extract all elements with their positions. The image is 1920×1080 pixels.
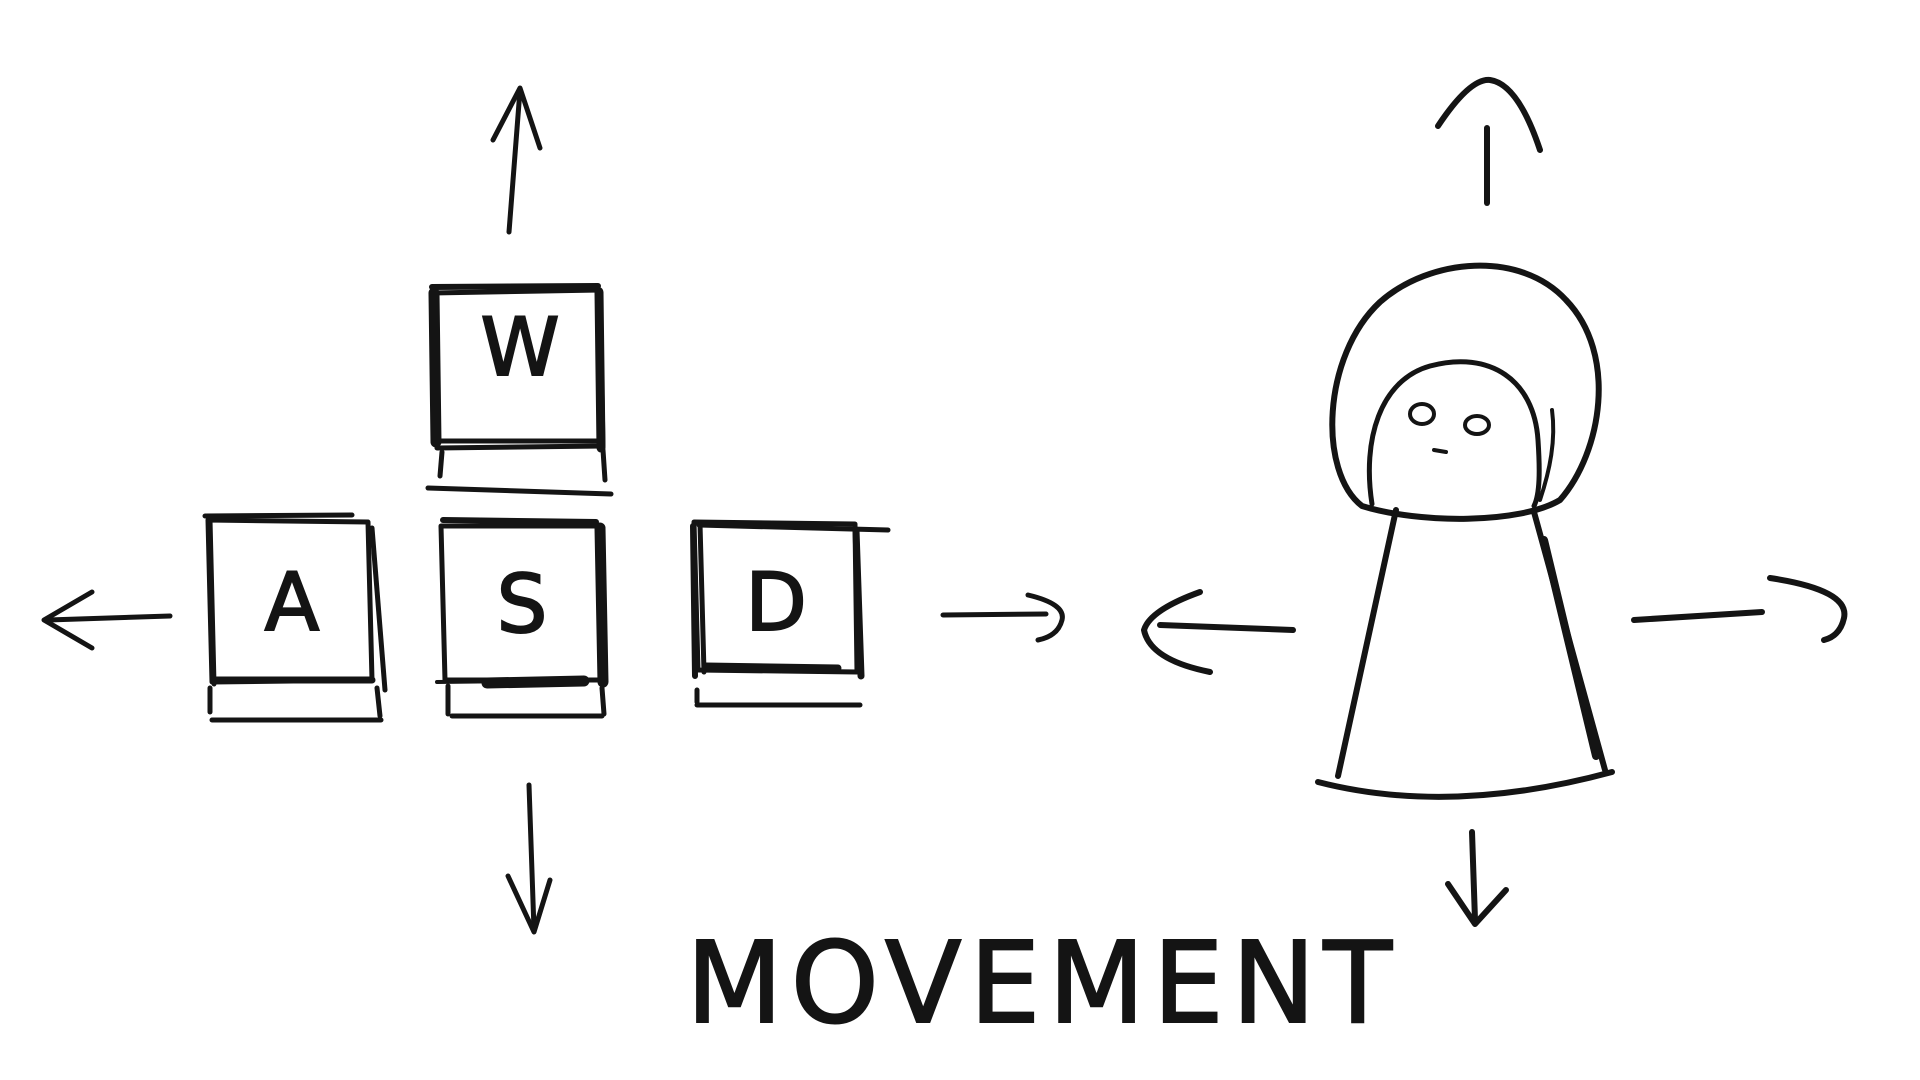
s-key-label: S — [497, 558, 548, 651]
arrow-left-icon — [41, 589, 173, 651]
s-key: S — [435, 517, 609, 719]
arrow-right-icon — [1631, 575, 1848, 643]
arrow-down-icon — [1445, 829, 1509, 927]
d-key: D — [690, 519, 891, 708]
character-figure-icon — [1141, 76, 1848, 927]
arrow-down-icon — [505, 782, 553, 935]
w-key-label: W — [480, 301, 559, 394]
arrow-right-icon — [940, 592, 1065, 643]
arrow-up-icon — [1435, 76, 1543, 206]
diagram-caption: MOVEMENT — [686, 919, 1400, 1049]
a-key-label: A — [265, 556, 320, 649]
wasd-key-cluster: W A S — [41, 85, 1065, 935]
a-key: A — [202, 512, 388, 723]
d-key-label: D — [745, 556, 807, 649]
w-key: W — [425, 283, 614, 497]
arrow-up-icon — [490, 85, 543, 235]
arrow-left-icon — [1141, 589, 1296, 675]
